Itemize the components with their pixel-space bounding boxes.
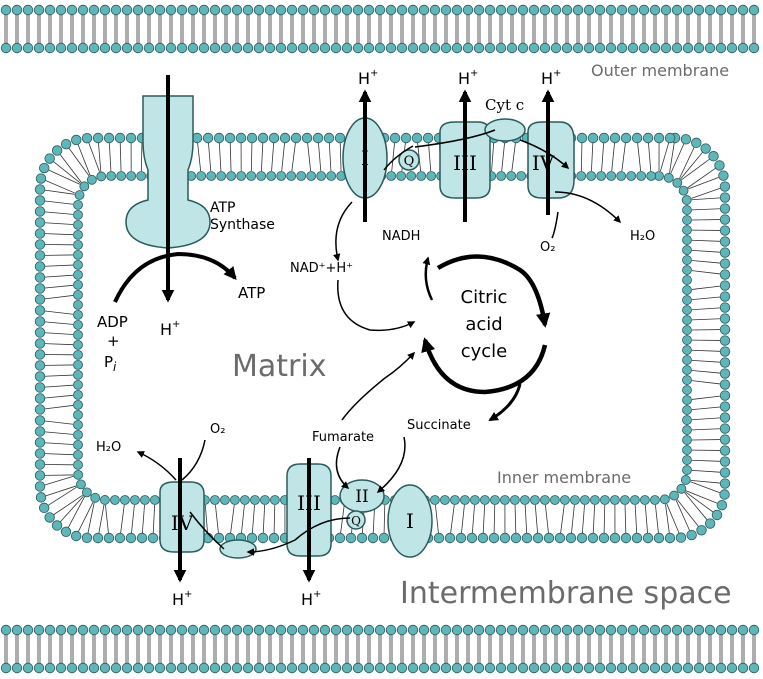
pi-label: Pi	[104, 353, 117, 374]
h2o-label-bottom: H₂O	[96, 440, 121, 455]
labels: Outer membrane Inner membrane Matrix Int…	[96, 61, 732, 611]
o2-label-top: O₂	[540, 240, 555, 255]
complex-ii-bottom-label: II	[355, 487, 368, 507]
proton-label-top-iii: H+	[458, 68, 478, 88]
cyt-c-top	[484, 118, 526, 142]
ubiquinone-top	[398, 149, 420, 171]
o2-label-bottom: O₂	[210, 422, 225, 437]
complex-iv-top	[527, 121, 575, 199]
outer-membrane-label: Outer membrane	[591, 61, 729, 80]
adp-label: ADP	[97, 313, 128, 331]
outer-membrane-bottom	[0, 624, 760, 674]
matrix-label: Matrix	[232, 349, 326, 384]
pi-base: P	[104, 353, 113, 371]
nadh-label: NADH	[382, 229, 420, 244]
fumarate-label: Fumarate	[312, 430, 374, 445]
citric-acid-cycle-line2: acid	[465, 314, 502, 335]
reaction-arrows	[113, 129, 622, 556]
citric-acid-cycle-line3: cycle	[461, 341, 508, 362]
cyt-c-label: Cyt c	[485, 96, 524, 114]
proton-label-top-iv: H+	[541, 68, 561, 88]
outer-membrane-top	[0, 4, 760, 54]
complex-i-bottom-label: I	[406, 509, 414, 533]
ubiquinone-bottom	[346, 510, 366, 530]
complex-iii-top-label: III	[453, 151, 477, 175]
citric-acid-cycle-arrows	[421, 254, 551, 422]
ubiquinone-bottom-label: Q	[351, 514, 361, 528]
complex-iv-top-label: IV	[532, 151, 555, 175]
proton-label-bottom-iv: H+	[172, 589, 192, 609]
cyt-c-bottom	[219, 539, 257, 559]
proton-label-bottom-iii: H+	[301, 589, 321, 609]
complex-iii-bottom-label: III	[297, 491, 321, 515]
ubiquinone-top-label: Q	[404, 154, 415, 169]
atp-synthase-label-line1: ATP	[210, 200, 235, 216]
complex-i-top-label: I	[361, 146, 369, 170]
complex-i-bottom	[387, 484, 433, 558]
atp-label: ATP	[238, 284, 265, 302]
pi-sub: i	[113, 360, 117, 374]
complex-ii-bottom	[339, 479, 385, 513]
complex-iv-bottom-label: IV	[171, 511, 194, 535]
citric-acid-cycle-line1: Citric	[461, 287, 508, 308]
atp-synthase-label-line2: Synthase	[210, 217, 275, 233]
intermembrane-space-label: Intermembrane space	[400, 576, 732, 611]
succinate-label: Succinate	[407, 418, 471, 433]
h2o-label-top: H₂O	[630, 229, 655, 244]
proton-label-atp-synthase: H+	[160, 319, 180, 339]
plus-label: +	[107, 332, 120, 350]
proton-label-top-i: H+	[358, 68, 378, 88]
nad-plus-h-label: NAD⁺+H⁺	[290, 261, 353, 276]
inner-membrane-label: Inner membrane	[497, 468, 631, 487]
